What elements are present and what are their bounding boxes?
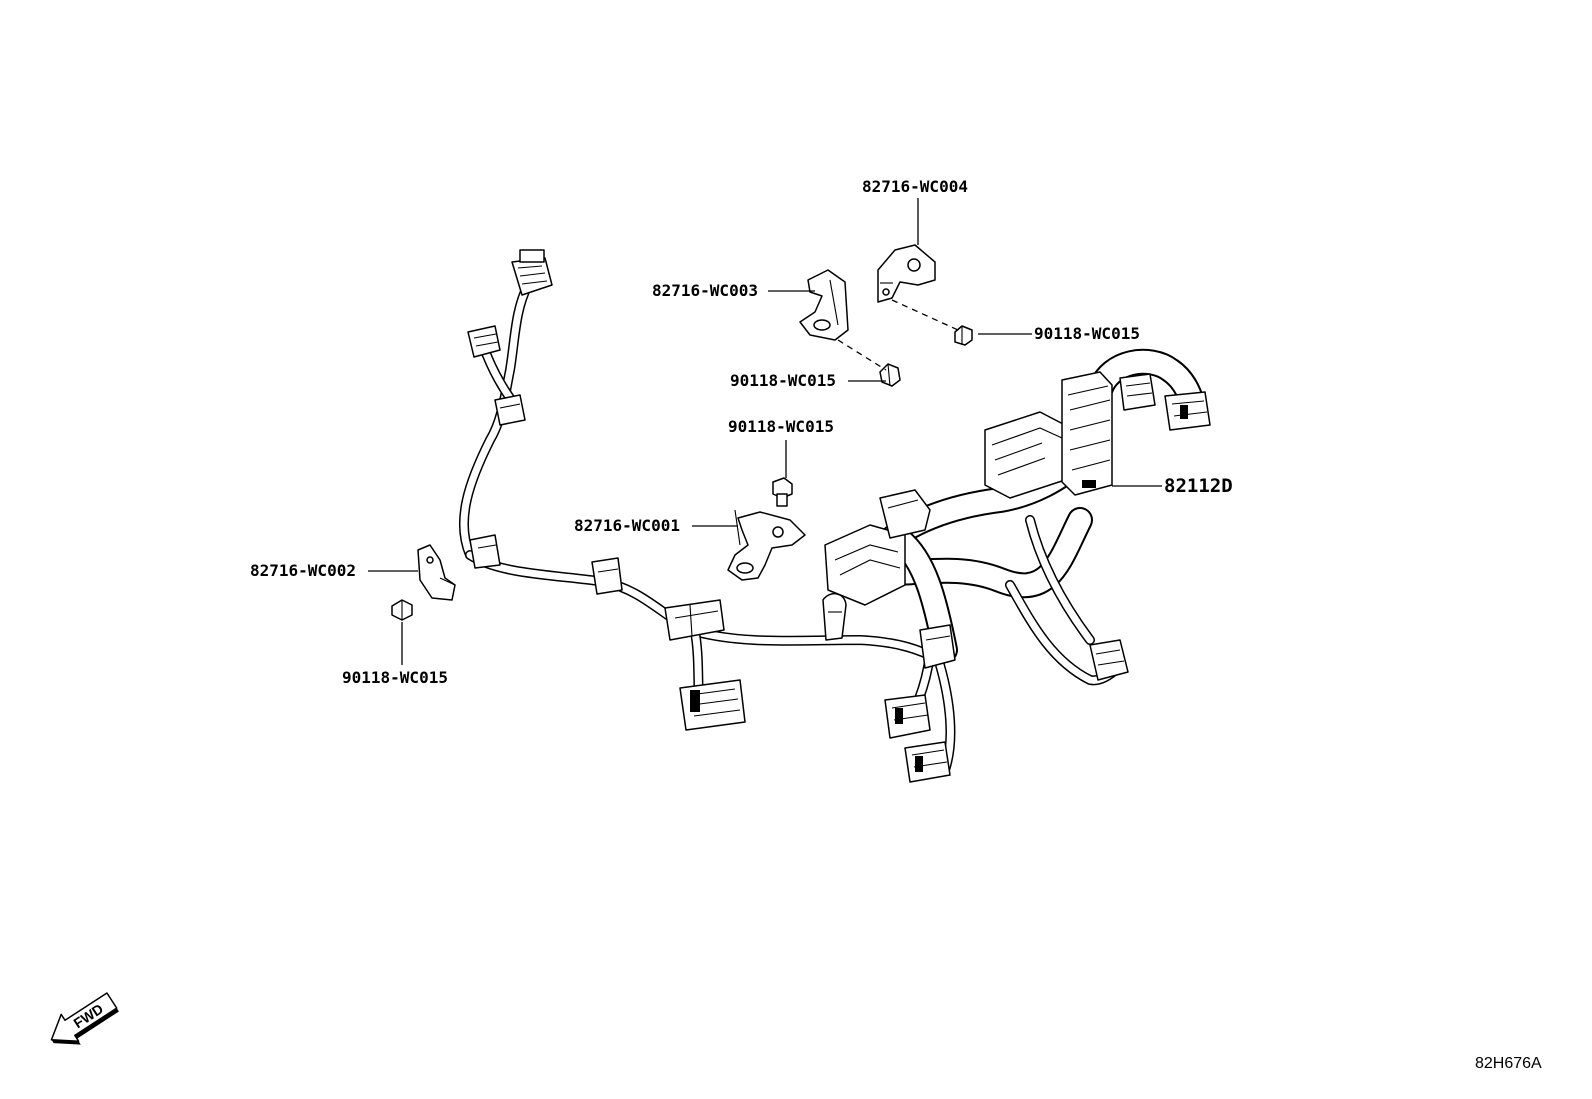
- connector-lower-center-1: [884, 694, 931, 739]
- connector-center-block: [824, 489, 931, 606]
- callout-82716-wc001: 82716-WC001: [574, 516, 680, 535]
- bolt-top-right[interactable]: [954, 325, 973, 346]
- fwd-arrow: FWD: [50, 992, 119, 1045]
- bolt-left[interactable]: [391, 599, 413, 621]
- connector-upper-right-block: [984, 371, 1113, 499]
- clip-trunk-1: [469, 534, 501, 569]
- leader-lines: [368, 198, 1162, 665]
- bracket-82716-wc004[interactable]: [877, 244, 936, 303]
- clip-trunk-4: [822, 593, 847, 641]
- callout-82716-wc003: 82716-WC003: [652, 281, 758, 300]
- callout-82112d-harness: 82112D: [1164, 475, 1233, 497]
- connector-right-2: [1164, 391, 1211, 431]
- connector-lower-center-2: [904, 741, 951, 783]
- callout-90118-wc015-left: 90118-WC015: [342, 668, 448, 687]
- connector-top-left: [511, 249, 553, 296]
- wire-harness[interactable]: [458, 249, 1211, 783]
- connector-right-1: [1119, 373, 1156, 411]
- callout-90118-wc015-top-center: 90118-WC015: [730, 371, 836, 390]
- callout-82716-wc004: 82716-WC004: [862, 177, 968, 196]
- connector-bottom-center-left: [679, 679, 746, 731]
- connector-lower-right: [1089, 639, 1129, 681]
- callout-90118-wc015-middle: 90118-WC015: [728, 417, 834, 436]
- connector-lower-center-3: [919, 624, 956, 669]
- connector-upper-small: [467, 325, 501, 358]
- bracket-82716-wc003[interactable]: [799, 269, 849, 341]
- clip-trunk-2: [591, 557, 623, 595]
- bracket-82716-wc001[interactable]: [727, 509, 806, 581]
- clip-trunk-3: [664, 599, 725, 641]
- bolt-top-center[interactable]: [879, 363, 901, 387]
- clip-left-branch: [494, 394, 526, 426]
- diagram-id: 82H676A: [1475, 1055, 1542, 1072]
- callout-82716-wc002: 82716-WC002: [250, 561, 356, 580]
- callout-90118-wc015-top-right: 90118-WC015: [1034, 324, 1140, 343]
- bolt-middle[interactable]: [772, 477, 793, 507]
- bracket-82716-wc002[interactable]: [417, 544, 456, 601]
